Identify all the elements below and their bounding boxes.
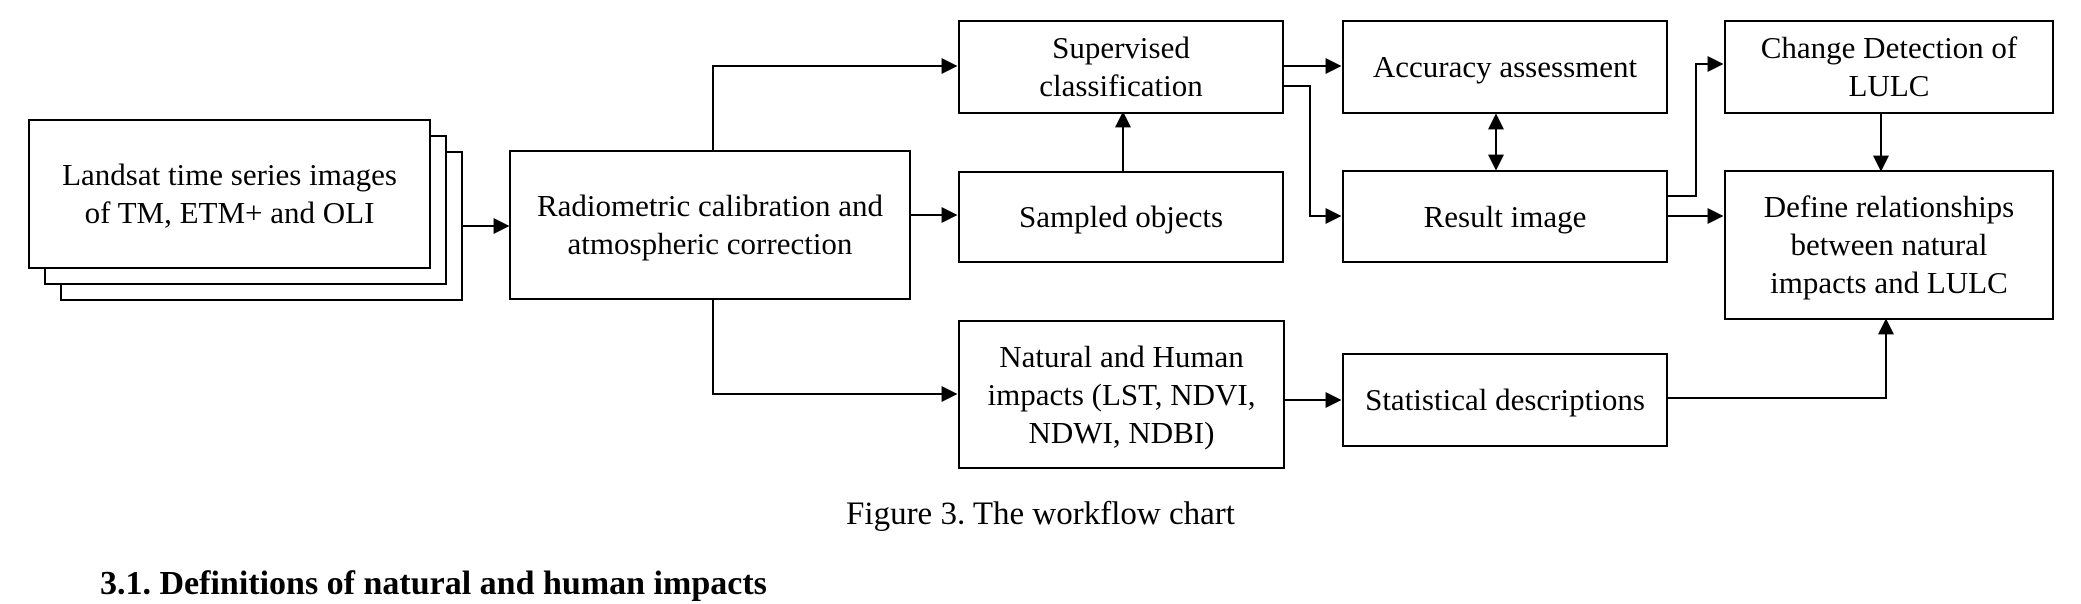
radiometric-calibration-box: Radiometric calibration and atmospheric … bbox=[509, 150, 911, 300]
arrow-result-to-change bbox=[1667, 56, 1724, 197]
arrow-radiometric-to-supervised bbox=[712, 58, 958, 150]
supervised-classification-label: Supervised classification bbox=[1039, 30, 1203, 103]
section-heading: 3.1. Definitions of natural and human im… bbox=[100, 565, 767, 602]
sampled-objects-label: Sampled objects bbox=[1018, 199, 1224, 234]
supervised-classification-box: Supervised classification bbox=[958, 20, 1284, 114]
sampled-objects-box: Sampled objects bbox=[958, 171, 1284, 263]
natural-human-impacts-label: Natural and Human impacts (LST, NDVI, ND… bbox=[987, 338, 1256, 450]
radiometric-calibration-label: Radiometric calibration and atmospheric … bbox=[536, 188, 884, 261]
arrow-radiometric-to-impacts bbox=[712, 300, 958, 402]
change-detection-label: Change Detection of LULC bbox=[1760, 30, 2018, 103]
define-relationships-label: Define relationships between natural imp… bbox=[1763, 189, 2015, 300]
result-image-label: Result image bbox=[1423, 198, 1587, 234]
change-detection-box: Change Detection of LULC bbox=[1724, 20, 2054, 114]
natural-human-impacts-box: Natural and Human impacts (LST, NDVI, ND… bbox=[958, 320, 1285, 469]
landsat-images-label: Landsat time series images of TM, ETM+ a… bbox=[62, 157, 397, 230]
figure-caption: Figure 3. The workflow chart bbox=[846, 496, 1235, 532]
statistical-descriptions-label: Statistical descriptions bbox=[1365, 382, 1645, 417]
workflow-connectors bbox=[463, 56, 1894, 408]
arrow-supervised-to-result bbox=[1283, 85, 1342, 224]
arrow-statistical-to-define bbox=[1667, 318, 1894, 399]
landsat-images-box: Landsat time series images of TM, ETM+ a… bbox=[28, 119, 431, 269]
accuracy-assessment-box: Accuracy assessment bbox=[1342, 20, 1668, 114]
define-relationships-box: Define relationships between natural imp… bbox=[1724, 170, 2054, 320]
accuracy-assessment-label: Accuracy assessment bbox=[1372, 49, 1638, 84]
statistical-descriptions-box: Statistical descriptions bbox=[1342, 353, 1668, 447]
result-image-box: Result image bbox=[1342, 170, 1668, 263]
